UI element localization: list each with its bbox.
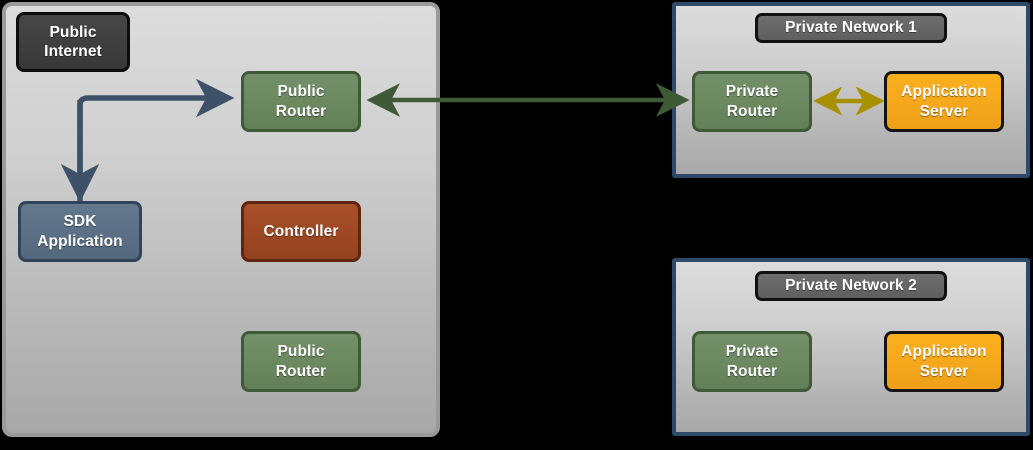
node-public-internet-line1: Public	[49, 23, 97, 41]
label-private-network-2: Private Network 2	[755, 271, 947, 301]
node-public-router-top-line1: Public	[277, 83, 325, 101]
node-private-router-1[interactable]: Private Router	[692, 71, 812, 132]
node-private-router-2-line1: Private	[725, 343, 779, 361]
node-sdk-application[interactable]: SDK Application	[18, 201, 142, 262]
node-application-server-2[interactable]: Application Server	[884, 331, 1004, 392]
node-public-internet-line2: Internet	[44, 43, 102, 60]
node-sdk-application-line1: SDK	[63, 213, 97, 231]
label-private-network-1-text: Private Network 1	[785, 19, 917, 37]
node-application-server-2-line2: Server	[919, 362, 969, 380]
node-private-router-1-line2: Router	[726, 102, 778, 120]
node-application-server-1[interactable]: Application Server	[884, 71, 1004, 132]
node-application-server-2-line1: Application	[901, 343, 987, 361]
node-controller[interactable]: Controller	[241, 201, 361, 262]
node-controller-line1: Controller	[263, 222, 339, 240]
node-public-internet[interactable]: Public Internet	[16, 12, 130, 72]
node-sdk-application-line2: Application	[37, 232, 123, 250]
node-public-router-top-line2: Router	[275, 102, 327, 120]
label-private-network-2-text: Private Network 2	[785, 277, 917, 295]
node-private-router-1-line1: Private	[725, 83, 779, 101]
node-public-router-bottom-line1: Public	[277, 343, 325, 361]
node-public-router-bottom-line2: Router	[275, 362, 327, 380]
node-application-server-1-line2: Server	[919, 102, 969, 120]
label-private-network-1: Private Network 1	[755, 13, 947, 43]
node-private-router-2[interactable]: Private Router	[692, 331, 812, 392]
node-application-server-1-line1: Application	[901, 83, 987, 101]
node-public-router-bottom[interactable]: Public Router	[241, 331, 361, 392]
node-private-router-2-line2: Router	[726, 362, 778, 380]
node-public-router-top[interactable]: Public Router	[241, 71, 361, 132]
